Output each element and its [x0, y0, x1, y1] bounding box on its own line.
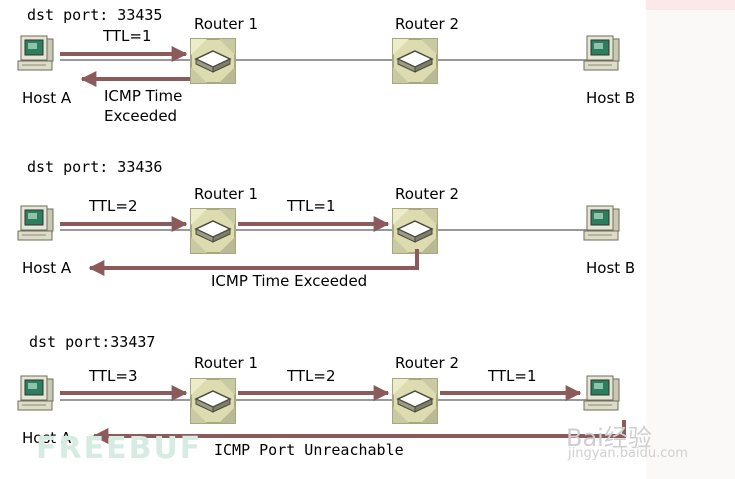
router-2-2-corner-tr	[421, 209, 437, 225]
host-a-label-3: Host A	[22, 429, 72, 447]
host-b-1	[583, 35, 620, 71]
host-b-2-tower	[612, 208, 620, 232]
router-1-3-corner-tr	[219, 379, 235, 395]
baidu-watermark-url: jingyan.baidu.com	[568, 446, 688, 461]
dst-port-label-2: dst port: 33436	[27, 158, 163, 176]
host-b-2	[583, 205, 620, 241]
reply-arrow-r2-a-2	[88, 249, 419, 276]
host-a-label-1: Host A	[22, 89, 72, 107]
host-a-3-screen-glare	[28, 383, 37, 389]
router-2-1-corner-tr	[421, 39, 437, 55]
router-2-2	[392, 208, 438, 254]
router-1-2-corner-tr	[219, 209, 235, 225]
router-1-1-corner-bl	[191, 67, 207, 83]
ttl-r1-r2-label-2: TTL=1	[287, 197, 336, 215]
baidu-watermark-logo: Bai经验	[566, 424, 652, 452]
router-2-3-corner-bl	[393, 407, 409, 423]
router-1-3-side-right	[212, 398, 231, 413]
router-2-2-side-right	[414, 228, 433, 243]
router-2-1	[392, 38, 438, 84]
reply-label-1a: ICMP Time	[104, 87, 183, 105]
host-b-1-screen-glare	[594, 43, 603, 49]
host-b-3-tower	[612, 378, 620, 402]
router-2-1-corner-bl	[393, 67, 409, 83]
router-1-3	[190, 378, 236, 424]
reply-label-2: ICMP Time Exceeded	[211, 272, 368, 290]
right-edge-top-tint	[646, 0, 735, 10]
host-b-1-tower	[612, 38, 620, 62]
router-1-label-3: Router 1	[194, 354, 259, 372]
host-a-1	[17, 35, 54, 71]
host-a-3	[17, 375, 54, 411]
dst-port-label-1: dst port: 33435	[27, 6, 163, 24]
router-2-2-corner-bl	[393, 237, 409, 253]
router-1-2-corner-br	[219, 237, 235, 253]
host-a-1-screen-glare	[28, 43, 37, 49]
router-2-label-1: Router 2	[395, 15, 460, 33]
router-1-2-corner-tl	[191, 209, 207, 225]
ttl-a-r1-label-2: TTL=2	[89, 197, 138, 215]
reply-arrow-b-a-3	[92, 420, 626, 444]
router-1-2	[190, 208, 236, 254]
ttl-a-r1-label-3: TTL=3	[89, 367, 138, 385]
host-a-2	[17, 205, 54, 241]
host-b-3	[583, 375, 620, 411]
ttl-r1-r2-label-3: TTL=2	[287, 367, 336, 385]
router-1-3-corner-tl	[191, 379, 207, 395]
host-a-2-screen-glare	[28, 213, 37, 219]
router-2-3-corner-tl	[393, 379, 409, 395]
host-a-1-tower	[46, 38, 54, 62]
router-1-1-corner-tr	[219, 39, 235, 55]
router-2-label-2: Router 2	[395, 185, 460, 203]
host-b-label-2: Host B	[586, 259, 636, 277]
router-1-1	[190, 38, 236, 84]
router-1-label-1: Router 1	[194, 15, 259, 33]
host-b-label-1: Host B	[586, 89, 636, 107]
router-2-2-corner-br	[421, 237, 437, 253]
router-2-3-side-right	[414, 398, 433, 413]
right-edge-background	[646, 0, 735, 479]
reply-label-1b: Exceeded	[104, 107, 178, 125]
router-2-3-corner-tr	[421, 379, 437, 395]
router-2-1-side-right	[414, 58, 433, 73]
host-a-3-tower	[46, 378, 54, 402]
router-1-2-corner-bl	[191, 237, 207, 253]
host-b-2-screen-glare	[594, 213, 603, 219]
router-1-1-corner-br	[219, 67, 235, 83]
router-1-label-2: Router 1	[194, 185, 259, 203]
ttl-r2-b-label-3: TTL=1	[488, 367, 537, 385]
host-b-3-screen-glare	[594, 383, 603, 389]
router-2-1-corner-tl	[393, 39, 409, 55]
reply-label-3: ICMP Port Unreachable	[214, 441, 404, 459]
router-2-1-corner-br	[421, 67, 437, 83]
router-2-3	[392, 378, 438, 424]
ttl-a-r1-label-1: TTL=1	[103, 27, 152, 45]
router-1-3-corner-br	[219, 407, 235, 423]
router-2-label-3: Router 2	[395, 354, 460, 372]
host-a-2-tower	[46, 208, 54, 232]
router-2-3-corner-br	[421, 407, 437, 423]
router-1-1-corner-tl	[191, 39, 207, 55]
router-1-2-side-right	[212, 228, 231, 243]
freebuf-watermark: FREEBUF	[36, 431, 203, 466]
router-2-2-corner-tl	[393, 209, 409, 225]
host-a-label-2: Host A	[22, 259, 72, 277]
router-1-3-corner-bl	[191, 407, 207, 423]
router-1-1-side-right	[212, 58, 231, 73]
dst-port-label-3: dst port:33437	[29, 333, 156, 351]
